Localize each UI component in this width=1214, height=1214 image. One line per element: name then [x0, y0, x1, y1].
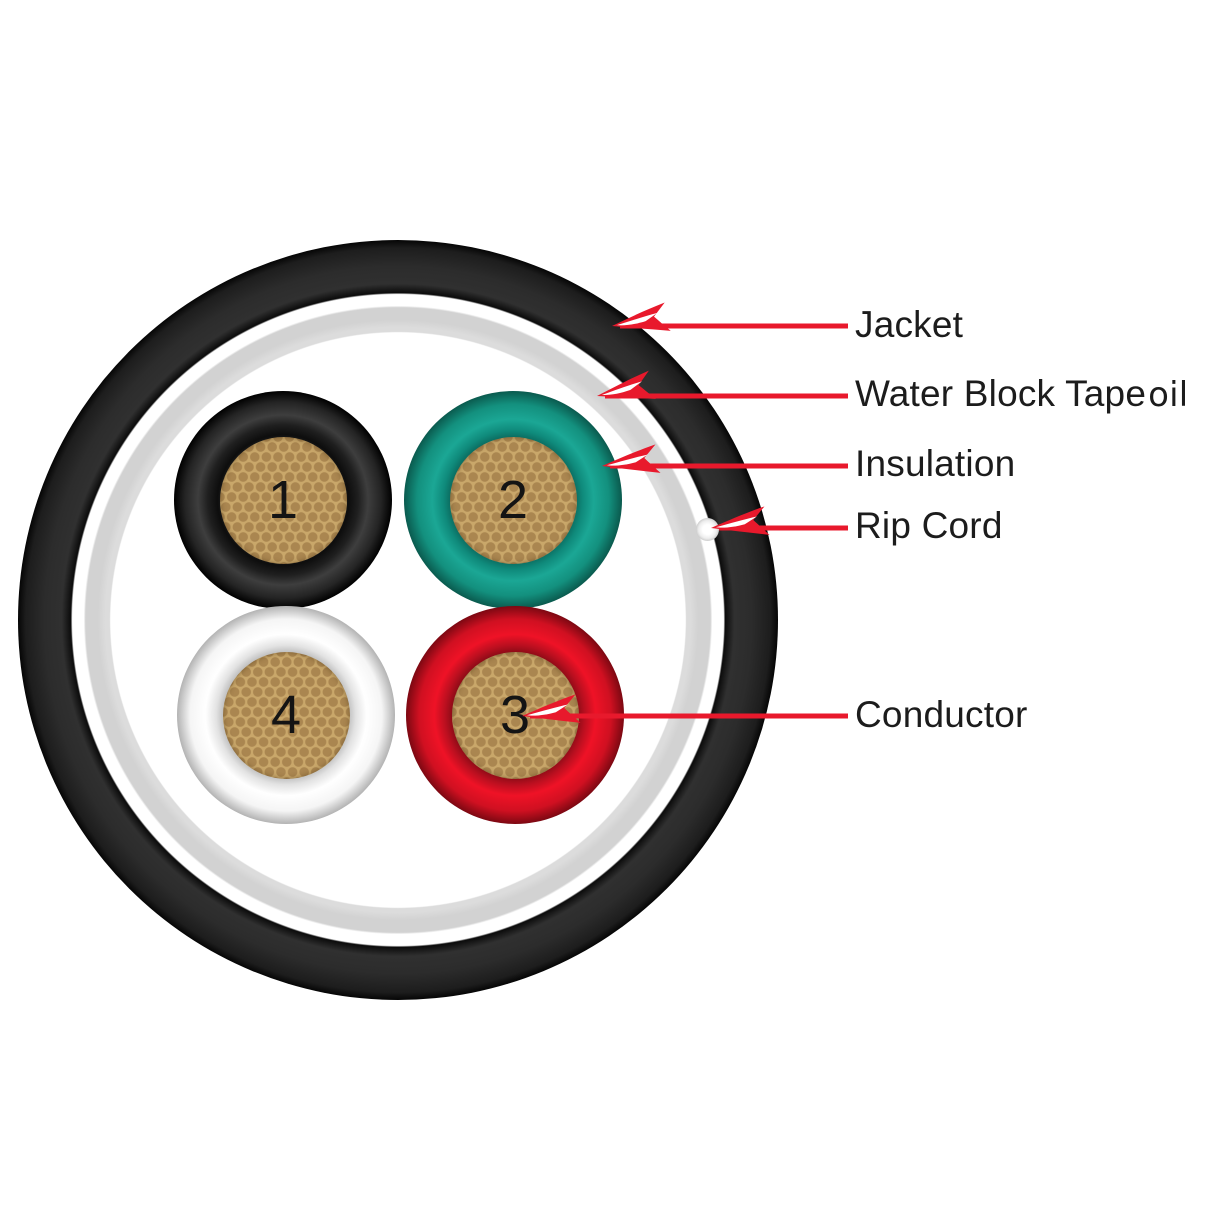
conductor-4-white: 4 [177, 606, 395, 824]
label-insulation-text: Insulation [855, 443, 1016, 484]
rip-cord-arrow [709, 506, 848, 543]
jacket-arrow [609, 302, 848, 341]
conductor-1-black: 1 [174, 391, 392, 609]
label-rip-cord: Rip Cord [855, 505, 1003, 547]
insulation-arrow [600, 444, 848, 481]
label-jacket: Jacket [855, 304, 963, 346]
label-rip-cord-text: Rip Cord [855, 505, 1003, 546]
label-jacket-text: Jacket [855, 304, 964, 345]
conductor-1-core: 1 [219, 436, 347, 564]
conductor-2-core: 2 [449, 436, 577, 564]
water-block-tape-arrow [594, 370, 848, 411]
conductor-4-number: 4 [270, 685, 302, 745]
label-conductor-text: Conductor [855, 694, 1028, 735]
label-water-block-tape: Water Block Tapeoil [855, 373, 1188, 415]
label-water-block-tape-text: Water Block Tape [855, 373, 1147, 414]
label-oil-suffix: oil [1148, 375, 1189, 415]
cable-body-rings [18, 240, 778, 1000]
label-insulation: Insulation [855, 443, 1015, 485]
conductor-4-core: 4 [222, 651, 350, 779]
label-conductor: Conductor [855, 694, 1028, 736]
rip-cord-dot [696, 518, 719, 541]
conductor-arrow [520, 694, 848, 731]
conductor-2-number: 2 [497, 470, 529, 530]
conductor-2-teal: 2 [404, 391, 622, 609]
conductor-1-number: 1 [267, 470, 299, 530]
